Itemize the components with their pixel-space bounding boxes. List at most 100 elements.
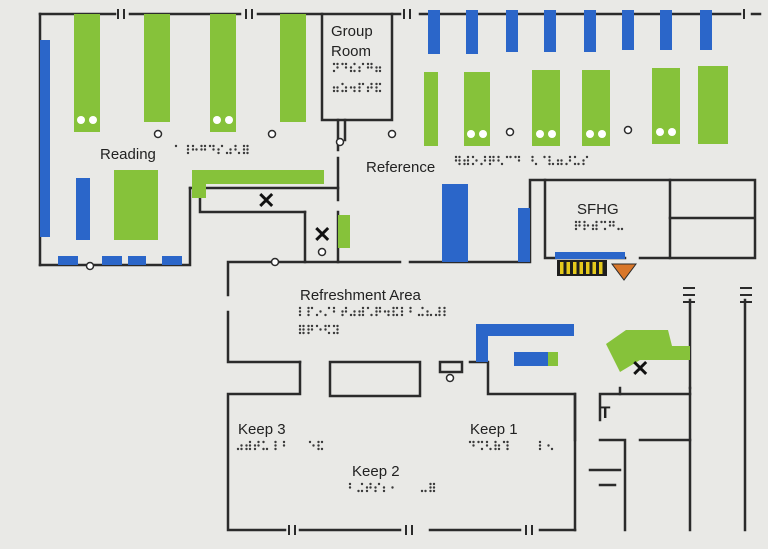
braille-dot bbox=[375, 89, 378, 93]
seat-dot bbox=[467, 130, 475, 138]
braille-dot bbox=[538, 440, 542, 444]
braille-dot bbox=[203, 148, 207, 151]
group-room-walls bbox=[320, 12, 394, 122]
braille-dot bbox=[229, 151, 232, 155]
braille-dot bbox=[361, 306, 365, 310]
braille-dot bbox=[361, 310, 365, 313]
door-circle bbox=[153, 129, 163, 139]
braille-dot bbox=[353, 310, 356, 313]
door-circle bbox=[85, 261, 95, 271]
braille-dot bbox=[392, 313, 395, 317]
braille-dot bbox=[246, 151, 249, 155]
braille-dot bbox=[620, 227, 624, 231]
braille-dot bbox=[443, 310, 446, 313]
braille-dot bbox=[370, 62, 373, 66]
braille-dot bbox=[353, 313, 356, 317]
label-reading: Reading bbox=[100, 146, 156, 163]
stairs bbox=[557, 260, 637, 281]
braille-dot bbox=[366, 306, 370, 310]
shelf-blue-l-counter bbox=[476, 324, 574, 362]
braille-dot bbox=[438, 313, 441, 317]
braille-dot bbox=[375, 313, 378, 317]
braille-dot bbox=[191, 144, 195, 148]
braille-dot bbox=[336, 62, 339, 66]
wall-toilet-steps bbox=[588, 468, 622, 487]
door-circle bbox=[335, 137, 345, 147]
braille-dot bbox=[361, 313, 365, 317]
toilet-symbol: T bbox=[600, 403, 611, 422]
stair-step bbox=[599, 262, 603, 274]
braille-dot bbox=[332, 331, 336, 335]
braille-dot bbox=[200, 148, 203, 151]
braille-dot bbox=[432, 482, 436, 486]
braille-dot bbox=[438, 306, 441, 310]
braille-dot bbox=[378, 306, 382, 310]
braille-dot bbox=[332, 306, 336, 310]
braille-dot bbox=[208, 144, 212, 148]
braille-dot bbox=[253, 447, 257, 451]
braille-dot bbox=[477, 440, 480, 444]
braille-dot bbox=[344, 310, 348, 313]
braille-dot bbox=[497, 444, 501, 447]
braille-dot bbox=[349, 66, 353, 69]
braille-dot bbox=[458, 155, 461, 159]
braille-dot bbox=[366, 86, 370, 89]
braille-dot bbox=[212, 144, 215, 148]
braille-dot bbox=[344, 62, 348, 66]
door-circle bbox=[623, 125, 633, 135]
braille-dot bbox=[336, 331, 339, 335]
shelf-blue-top bbox=[622, 10, 634, 50]
green-block-small bbox=[338, 215, 350, 248]
braille-dot bbox=[298, 306, 302, 310]
shelf-blue-sfhg bbox=[555, 252, 625, 259]
braille-dot bbox=[319, 310, 322, 313]
wall-right-keep bbox=[573, 392, 692, 442]
braille-dot bbox=[225, 151, 229, 155]
braille-dot bbox=[400, 310, 404, 313]
braille-dot bbox=[191, 148, 195, 151]
braille-dot bbox=[506, 447, 509, 451]
braille-dot bbox=[573, 162, 577, 166]
braille-dot bbox=[429, 486, 432, 489]
braille-dot bbox=[324, 324, 327, 328]
braille-dot bbox=[248, 444, 252, 447]
shelf-blue-floor bbox=[102, 256, 122, 265]
braille-dot bbox=[409, 306, 412, 310]
braille-dot bbox=[509, 155, 512, 159]
braille-dot bbox=[357, 489, 360, 493]
braille-dot bbox=[186, 144, 190, 148]
label-keep-1: Keep 1 bbox=[470, 421, 518, 438]
braille-dot bbox=[312, 444, 315, 447]
green-table-reading bbox=[74, 14, 100, 132]
braille-dot bbox=[378, 69, 382, 73]
braille-dot bbox=[492, 155, 495, 159]
braille-dot bbox=[560, 162, 563, 166]
green-table-reading-large bbox=[114, 170, 158, 240]
seat-dot bbox=[479, 130, 487, 138]
braille-dot bbox=[302, 328, 305, 331]
braille-dot bbox=[327, 331, 331, 335]
seat-dot bbox=[536, 130, 544, 138]
green-table-reading bbox=[280, 14, 306, 122]
braille-dot bbox=[560, 159, 563, 162]
blue-shelving bbox=[40, 10, 712, 366]
braille-dot bbox=[242, 148, 246, 151]
braille-dot bbox=[475, 159, 478, 162]
braille-dot bbox=[274, 440, 277, 444]
braille-dot bbox=[370, 82, 373, 86]
stair-step bbox=[560, 262, 564, 274]
braille-dot bbox=[229, 148, 232, 151]
braille-dot bbox=[366, 89, 370, 93]
label-keep-2: Keep 2 bbox=[352, 463, 400, 480]
braille-dot bbox=[591, 224, 595, 227]
braille-dot bbox=[458, 162, 461, 166]
braille-dot bbox=[500, 162, 504, 166]
shelf-blue-reading bbox=[76, 178, 90, 240]
braille-dot bbox=[186, 148, 190, 151]
door-ticks bbox=[117, 9, 752, 535]
braille-dot bbox=[374, 489, 377, 493]
braille-dot bbox=[336, 328, 339, 331]
braille-dot bbox=[612, 224, 615, 227]
braille-dot bbox=[298, 310, 302, 313]
